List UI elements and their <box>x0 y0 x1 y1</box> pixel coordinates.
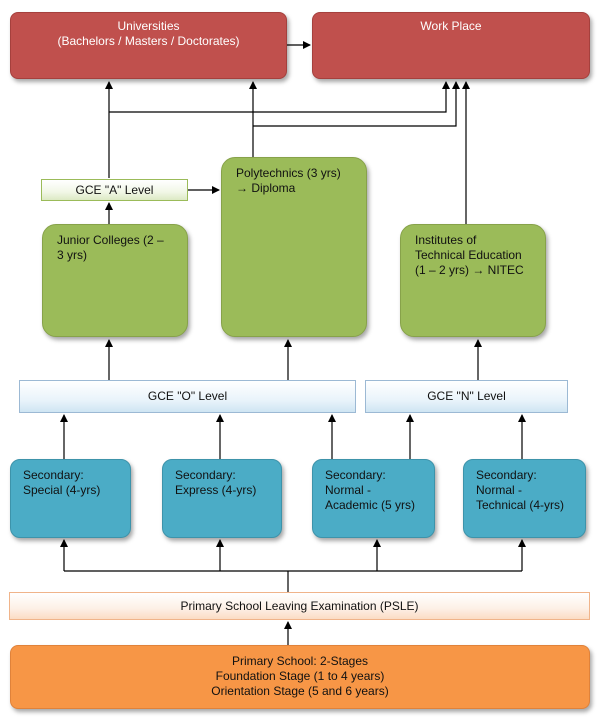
secondary-special-line2: Special (4-yrs) <box>23 483 101 497</box>
primary-school-box: Primary School: 2-Stages Foundation Stag… <box>10 645 590 709</box>
ite-line3: (1 – 2 yrs) → NITEC <box>415 263 524 277</box>
gce-a-level-bar: GCE "A" Level <box>41 179 188 201</box>
universities-subtitle: (Bachelors / Masters / Doctorates) <box>57 34 240 48</box>
secondary-normal-technical-box: Secondary: Normal - Technical (4-yrs) <box>463 459 586 538</box>
polytechnics-line2: → Diploma <box>236 181 296 195</box>
secondary-normal-technical-line3: Technical (4-yrs) <box>476 498 565 512</box>
secondary-normal-academic-line3: Academic (5 yrs) <box>325 498 416 512</box>
arrow-poly-workplace <box>253 81 460 127</box>
gce-o-level-label: GCE "O" Level <box>147 389 228 403</box>
junior-colleges-line1: Junior Colleges (2 – <box>57 233 164 247</box>
ite-box: Institutes of Technical Education (1 – 2… <box>400 224 546 337</box>
psle-label: Primary School Leaving Examination (PSLE… <box>180 598 419 613</box>
arrow-a-workplace <box>109 81 450 113</box>
secondary-normal-technical-line2: Normal - <box>476 483 523 497</box>
ite-line1: Institutes of <box>415 233 477 247</box>
secondary-special-box: Secondary: Special (4-yrs) <box>10 459 131 538</box>
gce-n-level-label: GCE "N" Level <box>427 389 506 403</box>
gce-n-level-bar: GCE "N" Level <box>365 380 568 413</box>
workplace-label: Work Place <box>420 19 482 33</box>
universities-title: Universities <box>117 19 180 33</box>
ite-line2: Technical Education <box>415 248 522 262</box>
universities-box: Universities (Bachelors / Masters / Doct… <box>10 12 287 79</box>
secondary-express-line2: Express (4-yrs) <box>175 483 257 497</box>
secondary-normal-academic-line2: Normal - <box>325 483 372 497</box>
psle-bar: Primary School Leaving Examination (PSLE… <box>9 592 590 620</box>
gce-a-level-label: GCE "A" Level <box>75 182 154 197</box>
workplace-box: Work Place <box>312 12 590 79</box>
secondary-normal-academic-box: Secondary: Normal - Academic (5 yrs) <box>312 459 435 538</box>
primary-orientation-stage: Orientation Stage (5 and 6 years) <box>211 684 389 698</box>
secondary-special-line1: Secondary: <box>23 468 84 482</box>
secondary-express-line1: Secondary: <box>175 468 236 482</box>
polytechnics-line1: Polytechnics (3 yrs) <box>236 166 341 180</box>
polytechnics-box: Polytechnics (3 yrs) → Diploma <box>221 157 367 337</box>
junior-colleges-box: Junior Colleges (2 – 3 yrs) <box>42 224 188 337</box>
primary-foundation-stage: Foundation Stage (1 to 4 years) <box>215 669 385 683</box>
primary-school-title: Primary School: 2-Stages <box>231 654 369 668</box>
secondary-normal-technical-line1: Secondary: <box>476 468 537 482</box>
gce-o-level-bar: GCE "O" Level <box>19 380 356 413</box>
secondary-normal-academic-line1: Secondary: <box>325 468 386 482</box>
junior-colleges-line2: 3 yrs) <box>57 248 87 262</box>
secondary-express-box: Secondary: Express (4-yrs) <box>162 459 282 538</box>
